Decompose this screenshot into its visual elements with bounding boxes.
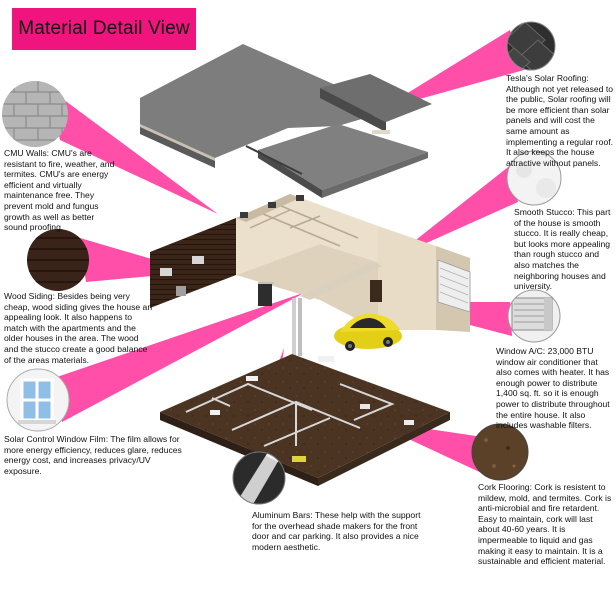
- car: [334, 313, 402, 351]
- callout-cork-flooring-text: Cork Flooring: Cork is resistent to mild…: [478, 482, 612, 567]
- beam-solar-roofing: [380, 30, 524, 110]
- beam-window-film: [54, 292, 306, 422]
- callout-aluminum-bars-text: Aluminum Bars: These help with the suppo…: [252, 510, 421, 552]
- cmu-wall-block: [236, 194, 378, 275]
- cmu-block-icon: [2, 81, 68, 147]
- aluminum-bar-icon: [232, 451, 286, 505]
- roof-main: [140, 44, 392, 158]
- roof-garage-wing: [320, 74, 432, 122]
- stucco-wall-garage: [378, 226, 436, 330]
- window-icon: [6, 368, 70, 432]
- roof-layer: [140, 44, 432, 198]
- callout-window-film-text: Solar Control Window Film: The film allo…: [4, 434, 182, 476]
- air-conditioner-icon: [507, 289, 561, 343]
- beam-cmu-walls: [48, 88, 218, 214]
- callout-smooth-stucco-text: Smooth Stucco: This part of the house is…: [514, 207, 611, 292]
- roof-porch: [258, 124, 428, 190]
- page-title: Material Detail View: [12, 8, 196, 50]
- beam-smooth-stucco: [393, 164, 518, 258]
- wood-siding-icon: [27, 229, 89, 291]
- floor-layer: [160, 354, 450, 486]
- cork-floor: [160, 354, 450, 478]
- stucco-texture-icon: [506, 150, 562, 206]
- cork-texture-icon: [471, 423, 529, 481]
- callout-window-ac-text: Window A/C: 23,000 BTU window air condit…: [496, 346, 610, 431]
- ac-grille: [437, 259, 471, 313]
- callout-solar-roofing-text: Tesla's Solar Roofing: Although not yet …: [506, 73, 614, 168]
- callout-wood-siding-text: Wood Siding: Besides being very cheap, w…: [4, 291, 153, 365]
- callout-cmu-walls-text: CMU Walls: CMU's are resistant to fire, …: [4, 148, 115, 233]
- walls-layer: [150, 194, 471, 356]
